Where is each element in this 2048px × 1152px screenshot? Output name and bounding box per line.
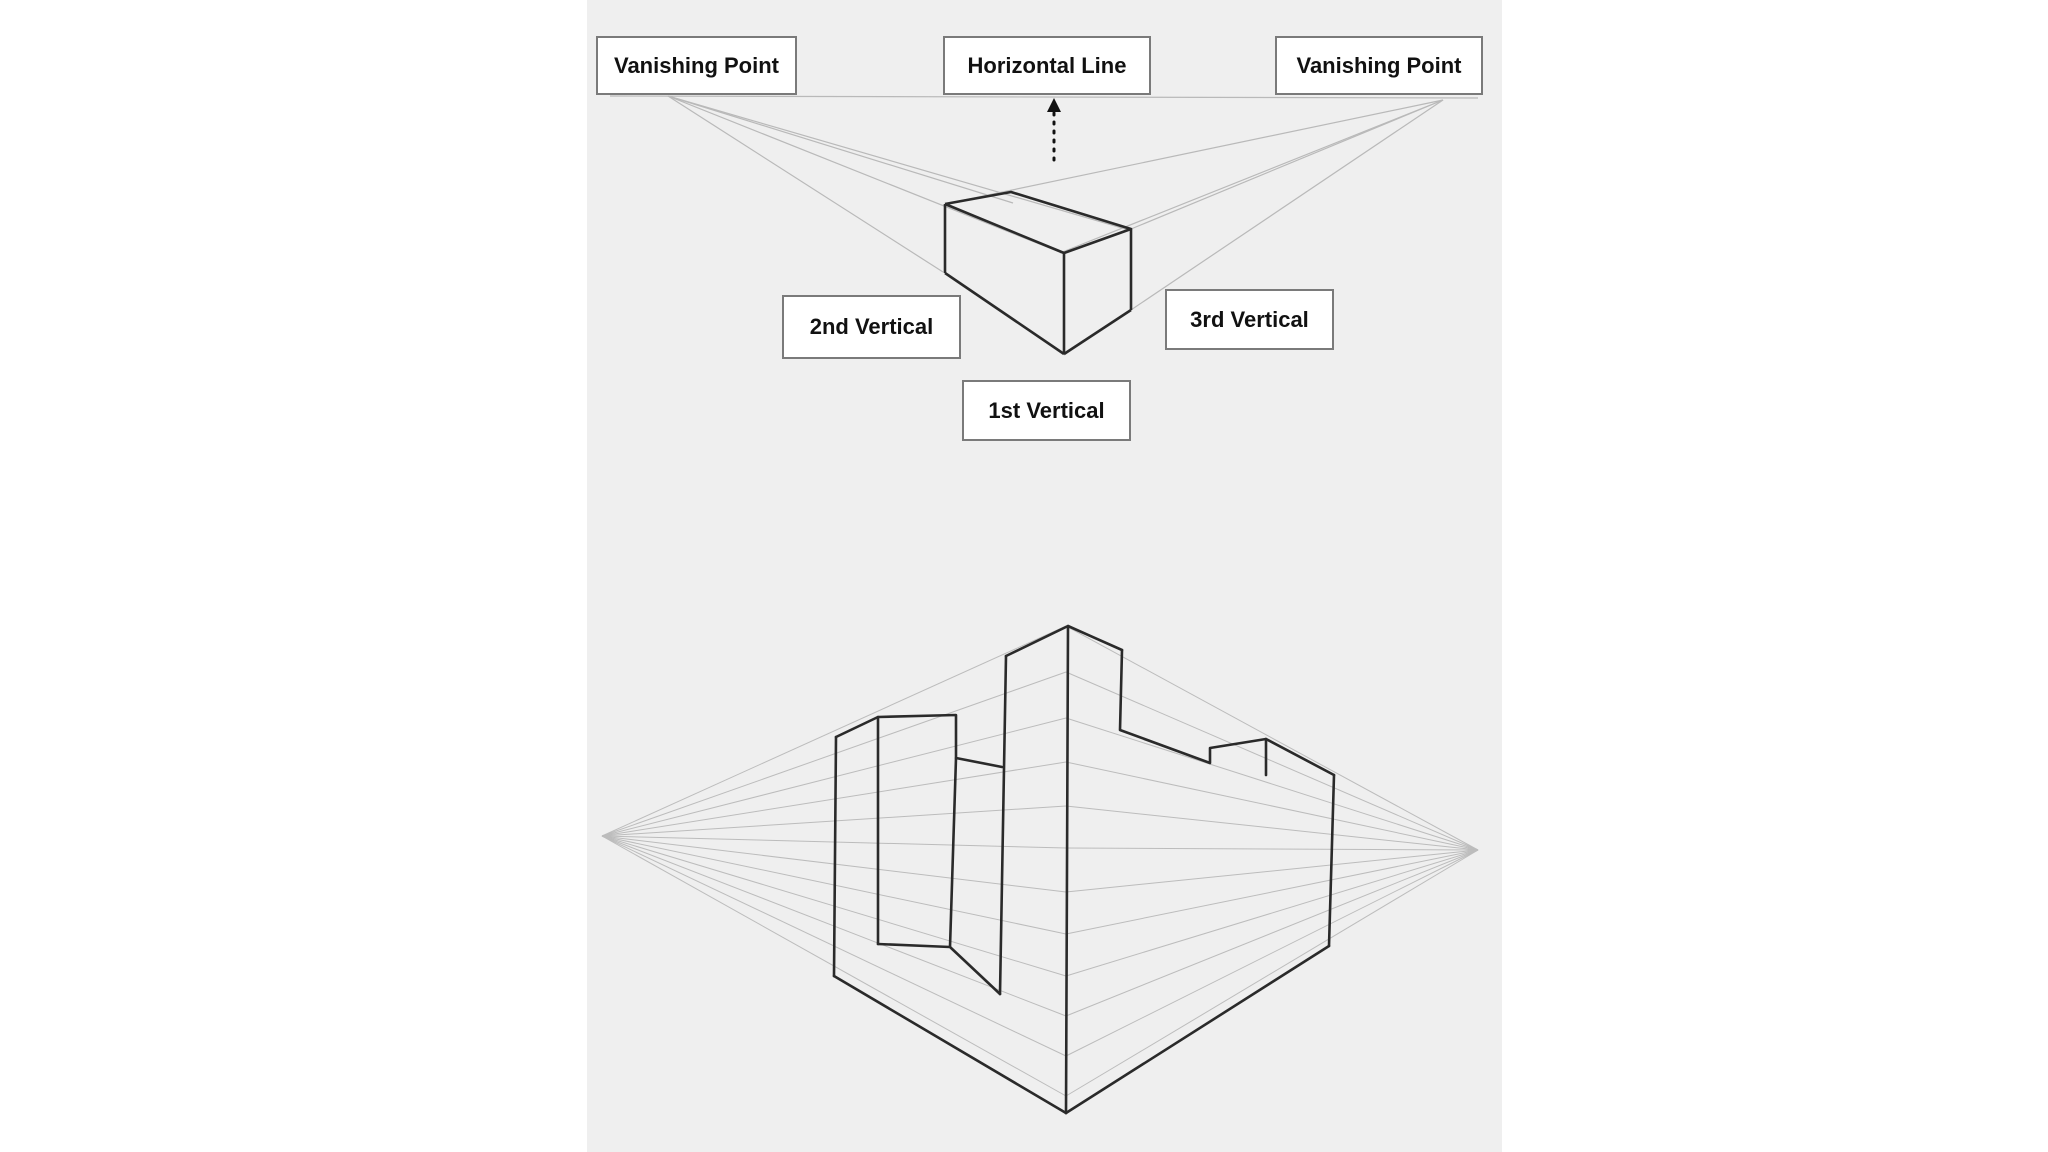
- ray-right-2: [1065, 671, 1479, 851]
- first-vertical-label: 1st Vertical: [962, 380, 1131, 441]
- tower-right-step: [1118, 648, 1268, 777]
- building-outline: [832, 624, 1336, 1115]
- ray-left-2: [601, 671, 1067, 837]
- left-wing-outer-wall: [832, 735, 838, 978]
- right-outer-wall: [1327, 773, 1336, 948]
- ray-right-7: [1065, 849, 1479, 893]
- box-outline: [943, 190, 1133, 356]
- horizontal-line-label: Horizontal Line: [943, 36, 1151, 95]
- ray-right-4: [1065, 761, 1479, 851]
- guide-line-right-3: [1130, 99, 1444, 230]
- guide-line-left-4: [667, 95, 1130, 231]
- vanishing-point-right-label: Vanishing Point: [1275, 36, 1483, 95]
- paper-sheet: [587, 0, 1502, 1152]
- guide-line-left-3: [667, 95, 944, 273]
- left-wing-roof: [834, 713, 1004, 769]
- ray-right-11: [1065, 849, 1479, 1057]
- tower-left-wall: [998, 654, 1008, 996]
- box-bottom-right-edge: [1063, 308, 1132, 356]
- ray-left-1: [601, 625, 1067, 837]
- ray-right-10: [1065, 849, 1479, 1017]
- base-right-edge: [1064, 944, 1331, 1115]
- ray-right-9: [1065, 849, 1479, 977]
- box-bottom-left-edge: [944, 271, 1065, 356]
- guide-line-left-2: [667, 95, 1063, 254]
- second-vertical-label: 2nd Vertical: [782, 295, 961, 359]
- guide-line-left-1: [667, 95, 1014, 204]
- right-roof-segment: [1264, 737, 1336, 777]
- ray-right-1: [1065, 625, 1479, 851]
- ray-right-5: [1065, 805, 1479, 851]
- ray-right-6: [1065, 847, 1479, 851]
- left-wing-inner-base: [876, 942, 1002, 996]
- guide-line-right-1: [1059, 99, 1444, 254]
- base-left-edge: [832, 974, 1068, 1115]
- vanishing-point-left-label: Vanishing Point: [596, 36, 797, 95]
- top-construction-lines: [609, 95, 1479, 356]
- ray-right-12: [1065, 849, 1479, 1097]
- horizon-arrow: [1047, 98, 1061, 162]
- left-wing-inner-wall: [948, 756, 958, 949]
- tower-roof: [1004, 624, 1124, 658]
- third-vertical-label: 3rd Vertical: [1165, 289, 1334, 350]
- ray-right-3: [1065, 717, 1479, 851]
- ray-left-4: [601, 761, 1067, 837]
- horizon-line: [609, 95, 1479, 99]
- arrow-head-icon: [1047, 98, 1061, 112]
- ray-right-8: [1065, 849, 1479, 935]
- ray-left-3: [601, 717, 1067, 837]
- front-corner-edge: [1064, 624, 1070, 1115]
- bottom-construction-lines: [601, 625, 1479, 1097]
- guide-line-right-2: [944, 99, 1444, 205]
